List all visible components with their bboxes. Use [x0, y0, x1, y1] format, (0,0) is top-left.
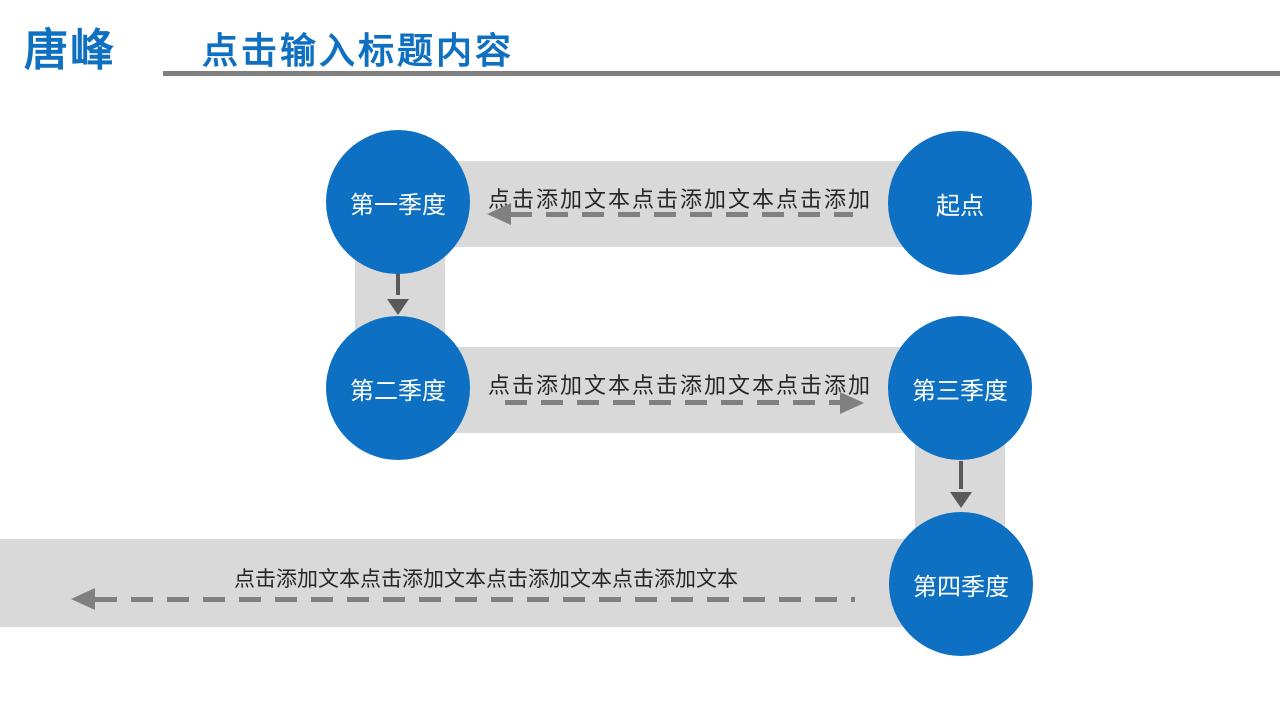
connector-text-row1: 点击添加文本点击添加文本点击添加: [487, 188, 872, 213]
dashed-line-row2: [505, 400, 840, 405]
connector-band-row2: [398, 347, 960, 433]
arrow-left-icon: [71, 588, 95, 610]
node-label: 第三季度: [912, 376, 1008, 405]
arrow-left-icon: [487, 203, 511, 225]
node-label: 起点: [936, 191, 984, 220]
title-underline: [163, 71, 1280, 76]
node-start: 起点: [888, 131, 1032, 275]
dashed-line-row3: [95, 597, 855, 602]
page-title: 点击输入标题内容: [202, 31, 515, 72]
node-quarter-1: 第一季度: [326, 130, 470, 274]
connector-text-row2: 点击添加文本点击添加文本点击添加: [487, 374, 872, 399]
node-label: 第一季度: [350, 190, 446, 219]
down-arrow-line-2: [959, 461, 963, 489]
node-label: 第二季度: [350, 376, 446, 405]
down-arrow-icon-2: [950, 492, 972, 508]
logo-text: 唐峰: [24, 25, 116, 76]
down-arrow-line-1: [396, 267, 400, 295]
node-label: 第四季度: [913, 572, 1009, 601]
dashed-line-row1: [510, 212, 853, 217]
arrow-right-icon: [840, 392, 864, 414]
node-quarter-4: 第四季度: [889, 512, 1033, 656]
connector-band-row3: [0, 539, 961, 627]
node-quarter-2: 第二季度: [326, 316, 470, 460]
down-arrow-icon-1: [387, 299, 409, 315]
node-quarter-3: 第三季度: [888, 316, 1032, 460]
connector-text-row3: 点击添加文本点击添加文本点击添加文本点击添加文本: [234, 567, 738, 591]
